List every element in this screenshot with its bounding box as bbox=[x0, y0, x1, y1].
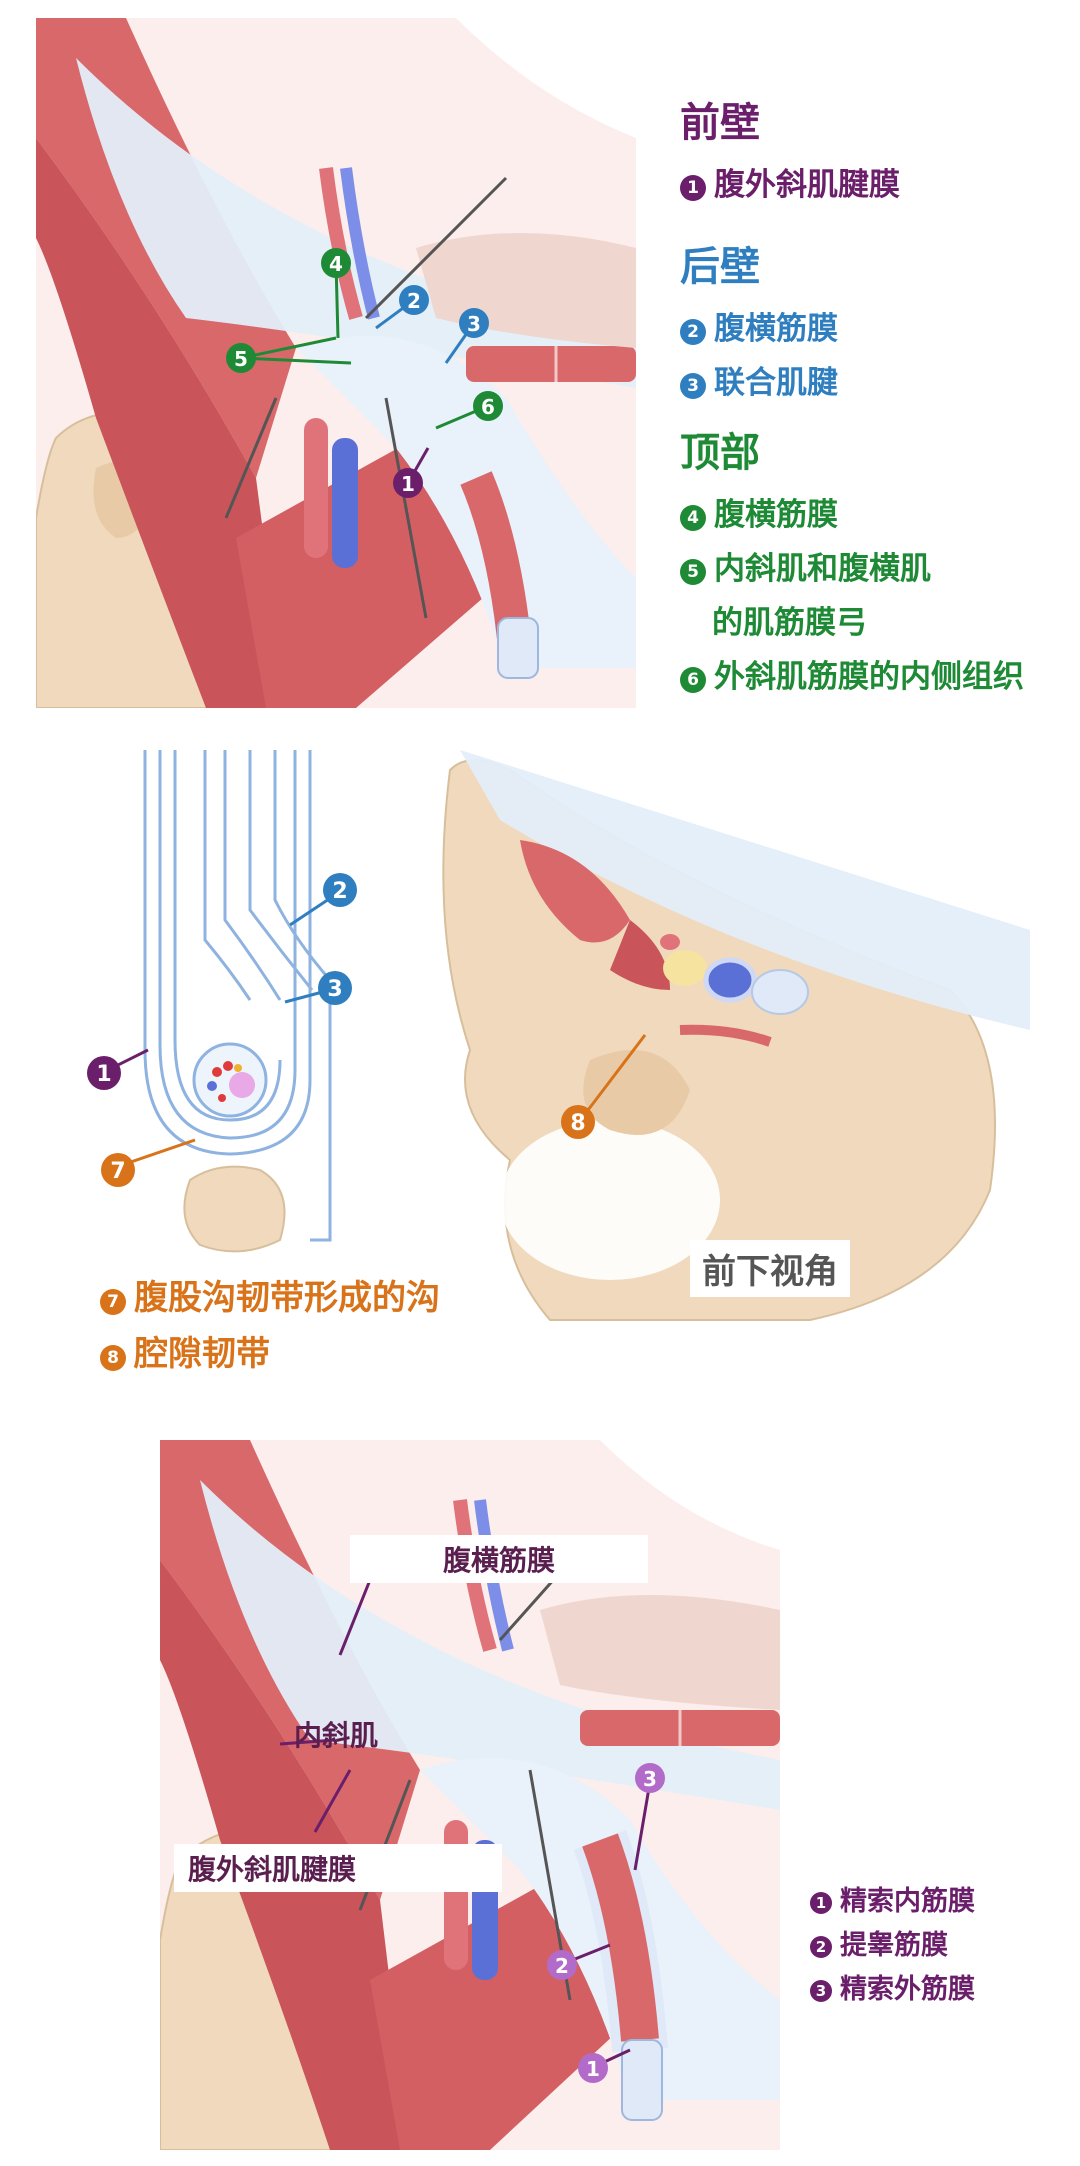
spermatic-cord-layers-illustration: 3 2 1 腹横筋膜 内斜肌 腹外斜肌腱膜 bbox=[160, 1440, 780, 2150]
svg-text:2: 2 bbox=[407, 289, 421, 313]
callout-1: 1 bbox=[87, 1056, 121, 1090]
callout-3: 3 bbox=[318, 971, 352, 1005]
callout-1: 1 bbox=[578, 2053, 608, 2083]
schematic-svg: 2 3 1 7 bbox=[87, 750, 357, 1253]
view-label: 前下视角 bbox=[690, 1240, 850, 1297]
svg-text:1: 1 bbox=[401, 472, 415, 496]
callout-4: 4 bbox=[321, 248, 351, 278]
svg-text:4: 4 bbox=[329, 252, 343, 276]
cross-section-schematic: 2 3 1 7 bbox=[80, 740, 400, 1260]
label-transversalis-fascia: 腹横筋膜 bbox=[350, 1535, 648, 1583]
callout-2: 2 bbox=[547, 1950, 577, 1980]
inguinal-canal-illustration-top: 4 2 3 5 6 1 bbox=[36, 18, 636, 708]
svg-text:3: 3 bbox=[467, 312, 481, 336]
callout-2: 2 bbox=[323, 873, 357, 907]
heading-anterior-wall: 前壁 bbox=[680, 100, 760, 146]
callout-2: 2 bbox=[399, 285, 429, 315]
illustration-svg-top: 4 2 3 5 6 1 bbox=[36, 18, 636, 708]
svg-text:2: 2 bbox=[332, 879, 347, 904]
callout-5: 5 bbox=[226, 343, 256, 373]
svg-text:7: 7 bbox=[110, 1159, 125, 1184]
antero-inferior-view-illustration: 8 前下视角 bbox=[430, 730, 1030, 1330]
view-svg: 8 bbox=[442, 750, 1030, 1321]
heading-posterior-wall: 后壁 bbox=[680, 244, 760, 290]
svg-text:5: 5 bbox=[234, 347, 248, 371]
svg-text:1: 1 bbox=[96, 1062, 111, 1087]
callout-6: 6 bbox=[473, 391, 503, 421]
callout-7: 7 bbox=[101, 1153, 135, 1187]
svg-text:8: 8 bbox=[570, 1111, 585, 1136]
heading-roof: 顶部 bbox=[680, 430, 760, 476]
svg-text:3: 3 bbox=[643, 1767, 657, 1791]
svg-text:6: 6 bbox=[481, 395, 495, 419]
label-internal-oblique: 内斜肌 bbox=[294, 1719, 379, 1752]
svg-text:1: 1 bbox=[586, 2057, 600, 2081]
callout-1: 1 bbox=[393, 468, 423, 498]
svg-text:3: 3 bbox=[327, 977, 342, 1002]
legend-item-5-continued: 的肌筋膜弓 bbox=[712, 605, 867, 641]
callout-3: 3 bbox=[459, 308, 489, 338]
label-external-oblique-aponeurosis: 腹外斜肌腱膜 bbox=[174, 1844, 502, 1892]
callout-8: 8 bbox=[561, 1105, 595, 1139]
svg-text:2: 2 bbox=[555, 1954, 569, 1978]
callout-3: 3 bbox=[635, 1763, 665, 1793]
